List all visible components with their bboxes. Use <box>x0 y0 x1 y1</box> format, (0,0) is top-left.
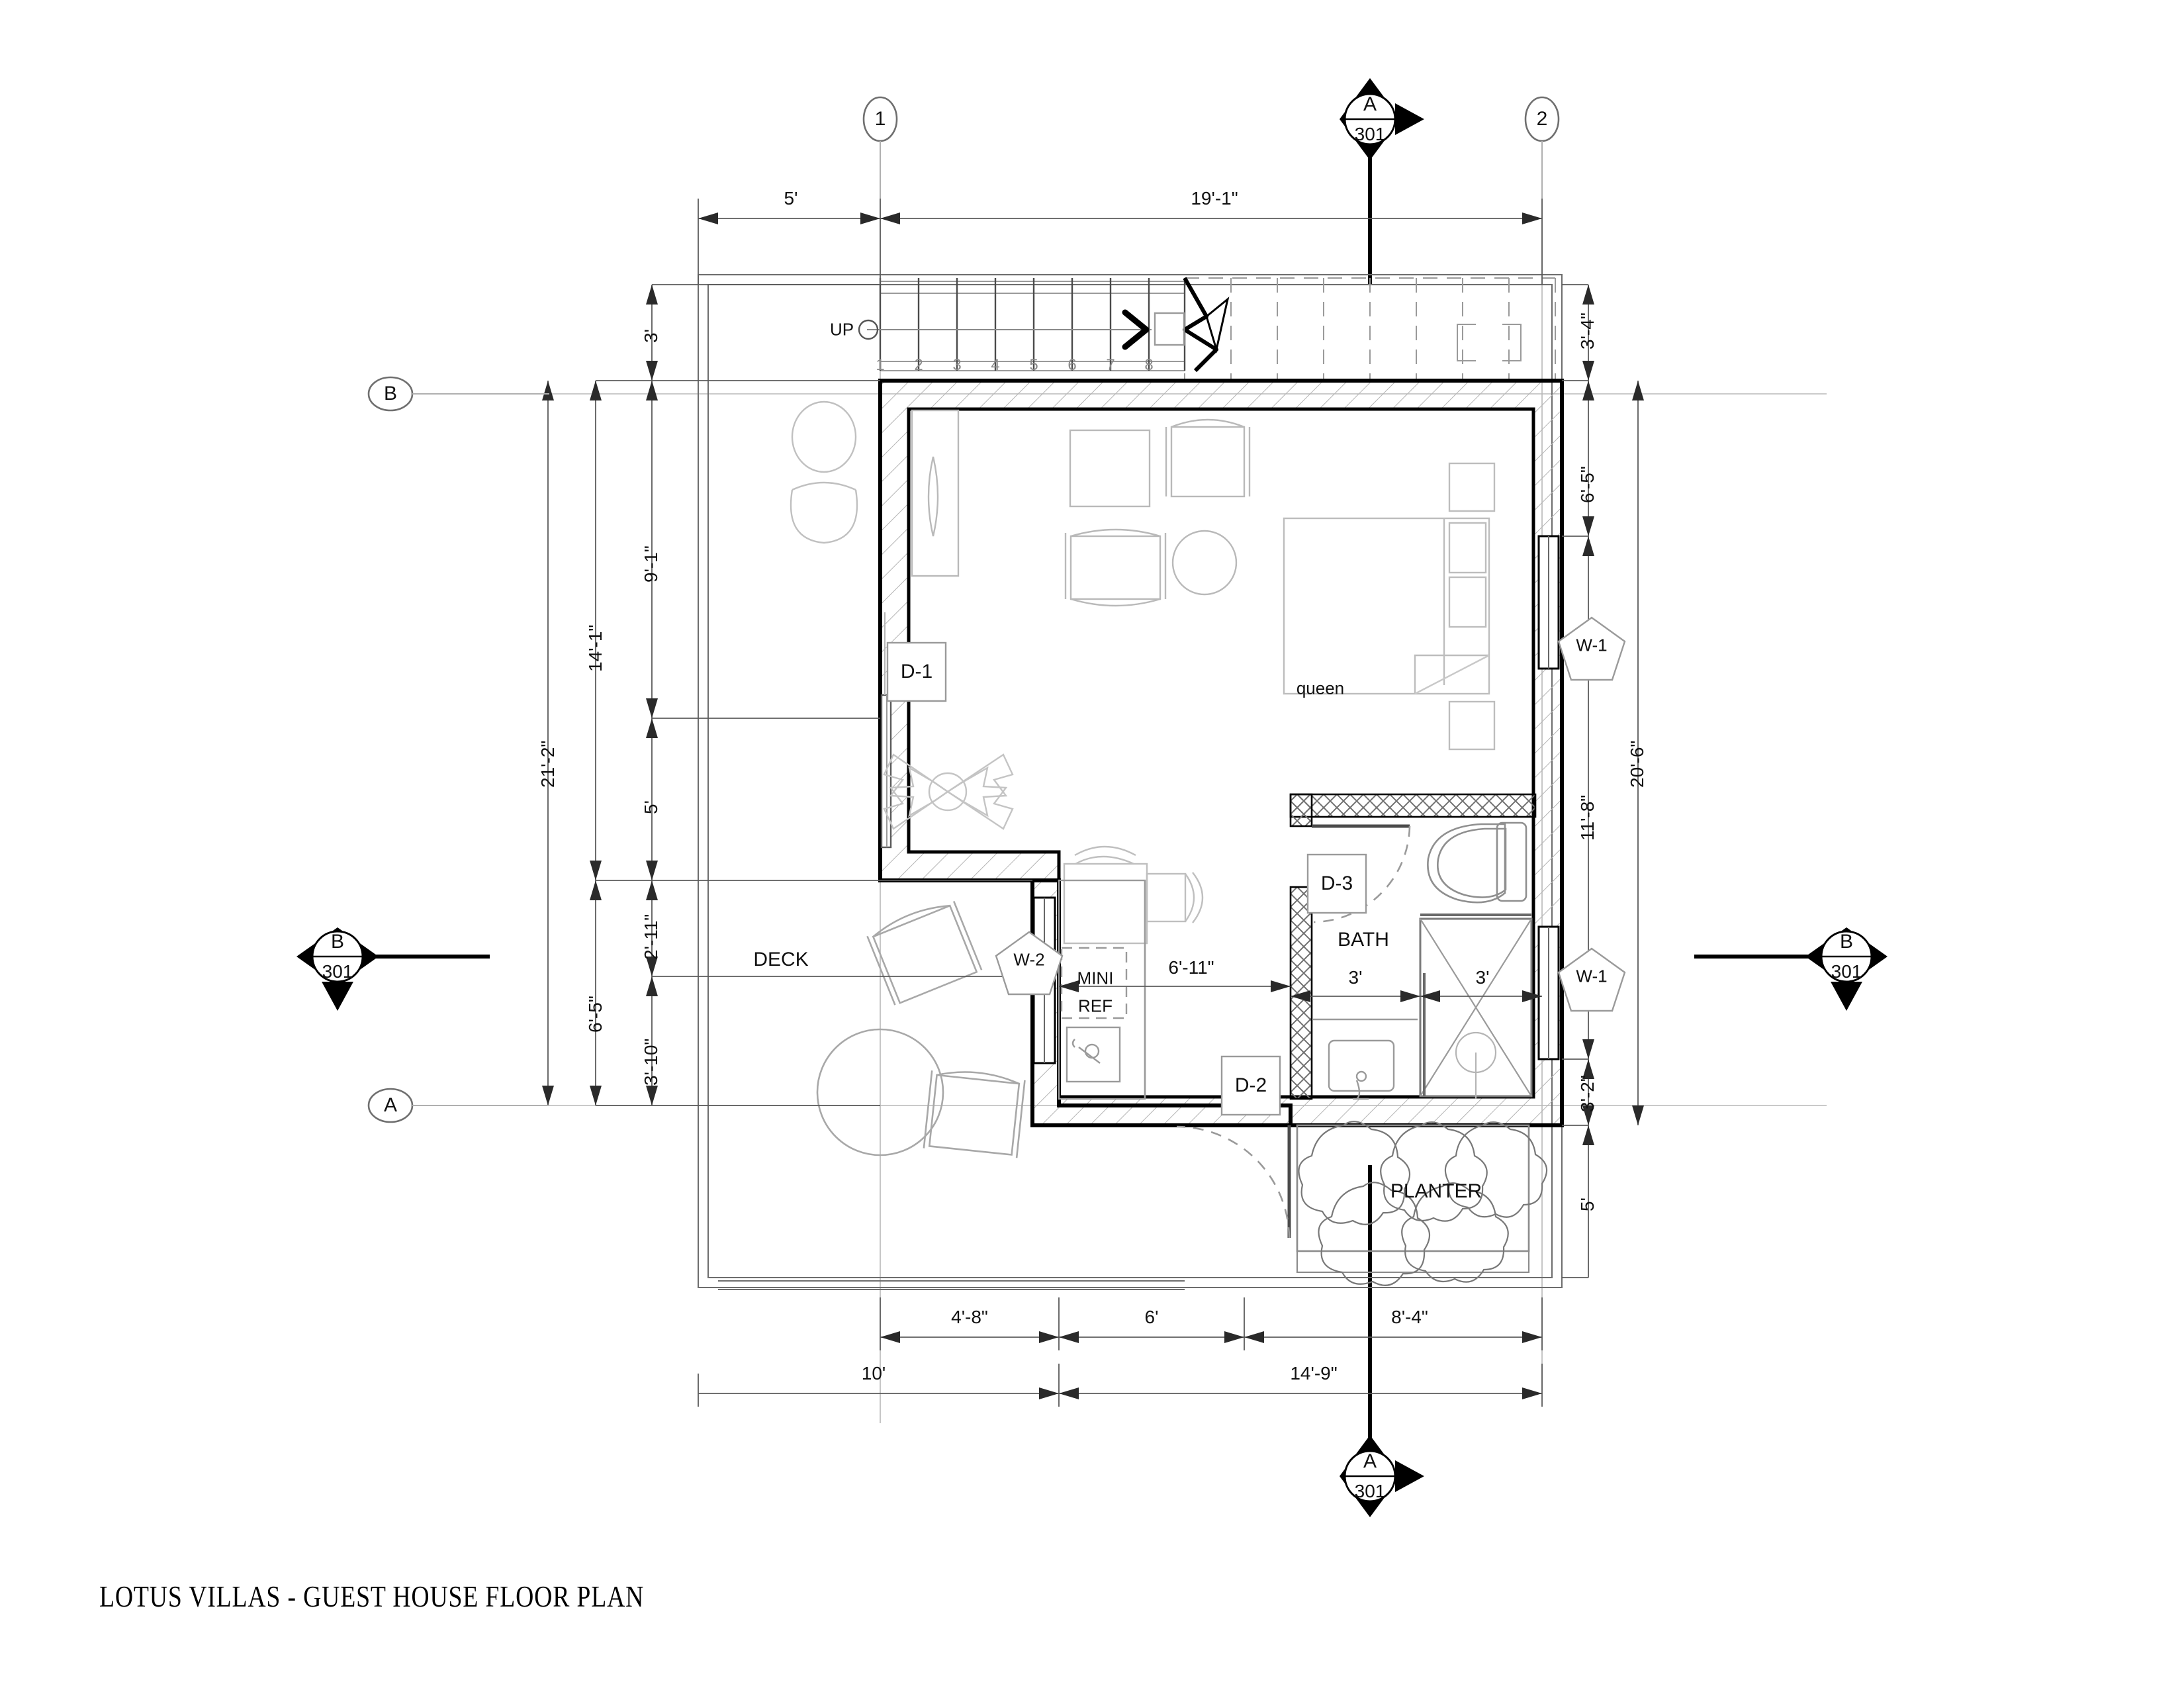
bathroom-sink <box>1313 1018 1418 1100</box>
shower-enclosure <box>1419 914 1533 1099</box>
dimension-text: 5' <box>641 800 661 814</box>
window-tag-pentagons <box>995 616 1626 1012</box>
grid-bubble-leaders <box>412 141 1543 1106</box>
dimension-text: 4'-8" <box>951 1307 988 1327</box>
window-tag-w1-lower[interactable]: W-1 <box>1576 966 1608 986</box>
door-d3 <box>1312 824 1411 923</box>
dimension-text: 14'-9" <box>1290 1363 1338 1383</box>
dimension-text: 5' <box>784 188 798 209</box>
door-tag-d3[interactable]: D-3 <box>1320 872 1353 894</box>
toilet <box>1427 821 1527 904</box>
door-d2 <box>1176 1125 1291 1239</box>
section-marker-a-bottom-sheet[interactable]: 301 <box>1354 1481 1386 1501</box>
planter-box <box>1296 1121 1548 1286</box>
window-w1-upper <box>1537 535 1560 670</box>
appliance-label-ref: REF <box>1078 996 1113 1016</box>
room-label-deck: DECK <box>753 949 809 970</box>
dimension-text: 2'-11" <box>641 914 661 960</box>
door-tag-boxes <box>886 641 1367 1116</box>
living-furniture <box>911 409 1251 607</box>
stair-run <box>858 277 1230 373</box>
page-title: LOTUS VILLAS - GUEST HOUSE FLOOR PLAN <box>99 1579 645 1613</box>
grid-bubble-2[interactable]: 2 <box>1536 108 1548 130</box>
door-tag-d1[interactable]: D-1 <box>900 661 933 682</box>
door-tag-d2[interactable]: D-2 <box>1234 1074 1267 1096</box>
dimension-text: 21'-2" <box>537 740 558 788</box>
bath-partitions <box>1289 793 1537 1100</box>
dimension-text: 3'-2" <box>1577 1075 1598 1112</box>
section-cut-lines <box>357 139 1827 1450</box>
outdoor-seating-upper <box>790 400 858 544</box>
dimension-text: 6'-11" <box>1168 957 1214 978</box>
building-walls <box>878 379 1564 1127</box>
grid-bubble-circles <box>367 96 1560 1123</box>
dimension-text: 3' <box>1348 967 1363 988</box>
dimension-text: 3' <box>1475 967 1490 988</box>
grid-bubble-1[interactable]: 1 <box>874 108 886 130</box>
dimension-text: 19'-1" <box>1191 188 1238 209</box>
dimension-text: 3' <box>641 329 661 343</box>
stair-tread-number: 5 <box>1029 356 1038 374</box>
appliance-label-mini: MINI <box>1077 968 1114 988</box>
stair-tread-number: 8 <box>1144 356 1154 374</box>
section-marker-a-top-id[interactable]: A <box>1363 93 1377 115</box>
window-w1-lower <box>1537 925 1560 1060</box>
dimension-text: 10' <box>861 1363 886 1383</box>
section-marker-b-right <box>1805 927 1888 1011</box>
grid-bubble-b[interactable]: B <box>383 383 398 404</box>
dimension-text: 5' <box>1577 1197 1598 1211</box>
window-tag-w1-upper[interactable]: W-1 <box>1576 635 1608 655</box>
room-label-planter: PLANTER <box>1390 1180 1482 1202</box>
dimension-text: 14'-1" <box>585 624 606 672</box>
stair-tread-number: 1 <box>876 356 885 374</box>
section-marker-b-left-sheet[interactable]: 301 <box>322 961 353 982</box>
grid-lines <box>410 139 1827 1423</box>
dimension-text: 6'-5" <box>1577 466 1598 503</box>
grid-bubble-a[interactable]: A <box>383 1094 398 1116</box>
dimension-text: 6'-5" <box>585 996 606 1033</box>
deck-outline <box>698 274 1563 1290</box>
furniture-label-queen-bed: queen <box>1296 678 1345 698</box>
dimension-text: 8'-4" <box>1391 1307 1428 1327</box>
section-marker-b-left-id[interactable]: B <box>330 931 345 953</box>
stair-tread-number: 2 <box>914 356 923 374</box>
section-marker-a-top-sheet[interactable]: 301 <box>1354 124 1386 144</box>
section-marker-a-top <box>1340 78 1424 160</box>
dimension-arrowheads <box>542 212 1644 1399</box>
dimension-text: 9'-1" <box>641 545 661 583</box>
indoor-plant <box>883 753 1014 830</box>
section-marker-a-bottom-id[interactable]: A <box>1363 1450 1377 1472</box>
deck-furniture <box>816 900 1026 1158</box>
dimension-text: 3'-4" <box>1577 312 1598 350</box>
upper-floor-dashed <box>1184 277 1556 381</box>
section-marker-b-left <box>296 927 379 1011</box>
section-marker-b-right-sheet[interactable]: 301 <box>1831 961 1862 982</box>
stair-up-label: UP <box>829 319 854 340</box>
ceiling-fixture-icon <box>1457 324 1522 361</box>
dimension-text: 3'-10" <box>641 1038 661 1086</box>
bed-queen <box>1283 462 1496 751</box>
window-tag-w2[interactable]: W-2 <box>1013 949 1045 970</box>
desk-and-chair <box>1063 845 1204 945</box>
kitchen-counter <box>1058 879 1146 1100</box>
dimension-text: 6' <box>1144 1307 1159 1327</box>
stair-tread-number: 6 <box>1068 356 1077 374</box>
section-marker-b-right-id[interactable]: B <box>1839 931 1854 953</box>
dimension-text: 11'-8" <box>1577 794 1598 841</box>
room-label-bath: BATH <box>1338 929 1389 951</box>
section-marker-a-bottom <box>1340 1435 1424 1517</box>
dimension-text: 20'-6" <box>1627 740 1647 788</box>
stair-tread-number: 3 <box>952 356 962 374</box>
stair-tread-number: 4 <box>991 356 1000 374</box>
stair-tread-number: 7 <box>1106 356 1115 374</box>
